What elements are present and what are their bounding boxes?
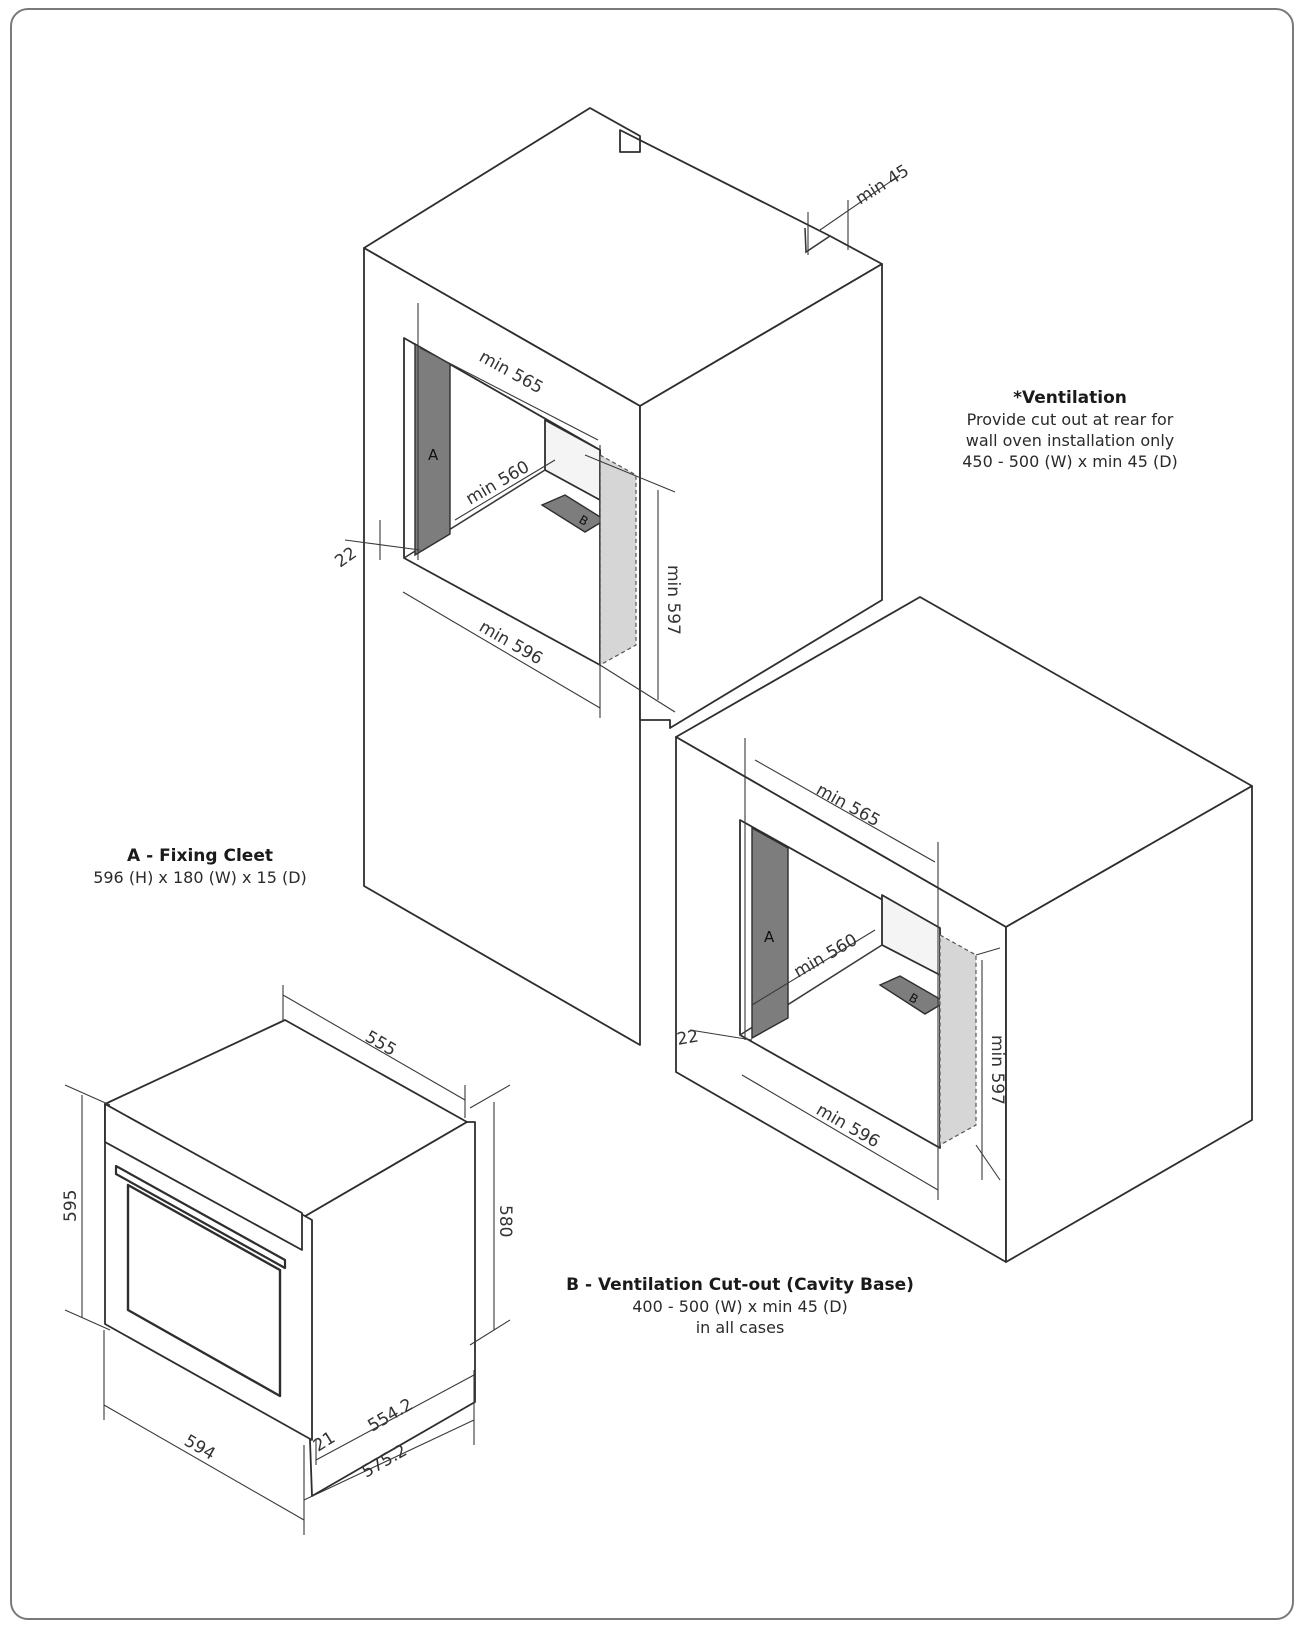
ventilation-note: *Ventilation Provide cut out at rear for…	[930, 388, 1210, 472]
oven-side	[301, 1121, 476, 1497]
ventilation-heading: *Ventilation	[1013, 388, 1127, 408]
diagram-frame	[10, 8, 1294, 1620]
oven-depth-555-label: 555	[362, 1027, 400, 1061]
oven-height-580-label: 580	[495, 1205, 515, 1237]
tall-min-45-label: min 45	[852, 161, 913, 209]
tall-cabinet-side	[639, 263, 883, 729]
fixing-cleet-heading: A - Fixing Cleet	[127, 846, 273, 866]
ventilation-line-1: Provide cut out at rear for	[966, 410, 1174, 429]
tall-gap-22-label: 22	[331, 543, 360, 572]
bench-cleet-a-label: A	[764, 928, 775, 946]
tall-min-597-label: min 597	[663, 565, 683, 635]
oven-height-595-label: 595	[61, 1190, 81, 1222]
ventilation-line-2: wall oven installation only	[965, 431, 1175, 450]
tall-side-cleet	[599, 453, 637, 667]
ventilation-cutout-line-1: 400 - 500 (W) x min 45 (D)	[632, 1297, 848, 1316]
tall-cleet-a-label: A	[428, 446, 439, 464]
oven-handle	[114, 1164, 287, 1270]
ventilation-line-3: 450 - 500 (W) x min 45 (D)	[962, 452, 1178, 471]
fixing-cleet-note: A - Fixing Cleet 596 (H) x 180 (W) x 15 …	[70, 846, 330, 888]
bench-min-597-label: min 597	[987, 1035, 1007, 1105]
tall-cabinet: min 565 min 560 min 596 min 597 min 45 2…	[331, 107, 913, 1046]
oven-unit: 555 595 580 594 21 554.2 575.2	[61, 985, 515, 1535]
under-bench-cabinet: min 565 min 560 min 596 min 597 22 A B	[675, 596, 1253, 1263]
ventilation-cutout-line-2: in all cases	[695, 1318, 785, 1337]
oven-control-panel	[104, 1103, 303, 1251]
oven-window	[126, 1183, 282, 1398]
bench-side-cleet	[939, 933, 977, 1147]
ventilation-cutout-heading: B - Ventilation Cut-out (Cavity Base)	[566, 1275, 914, 1295]
rear-vent-notch	[804, 227, 831, 254]
bench-cabinet-side	[1005, 785, 1253, 1263]
fixing-cleet-line-1: 596 (H) x 180 (W) x 15 (D)	[93, 868, 307, 887]
ventilation-cutout-note: B - Ventilation Cut-out (Cavity Base) 40…	[560, 1275, 920, 1338]
bench-gap-22-label: 22	[675, 1026, 700, 1049]
bench-fixing-cleet-a	[751, 826, 789, 1040]
bench-cavity-opening	[739, 819, 941, 1149]
